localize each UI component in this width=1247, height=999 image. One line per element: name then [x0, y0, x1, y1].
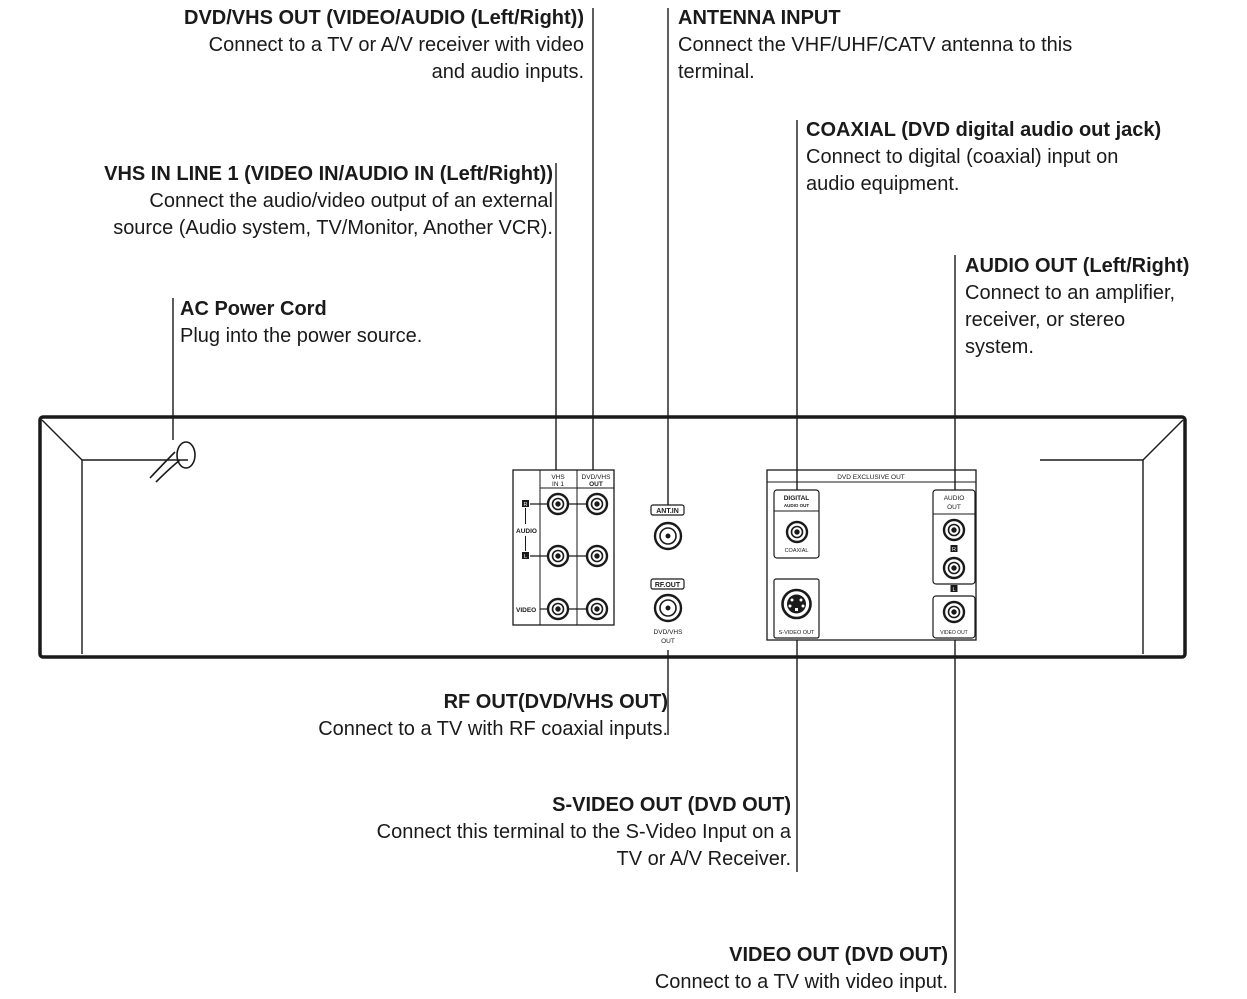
video-out-callout: VIDEO OUT (DVD OUT) Connect to a TV with… — [655, 942, 948, 996]
audio-out-desc: Connect to an amplifier, receiver, or st… — [965, 282, 1176, 358]
vhs-rca-jacks — [546, 492, 609, 621]
vhs-in-line1-callout: VHS IN LINE 1 (VIDEO IN/AUDIO IN (Left/R… — [104, 161, 553, 242]
video-label: VIDEO — [516, 607, 536, 614]
s-video-out-desc: Connect this terminal to the S-Video Inp… — [376, 821, 791, 870]
r-badge-left: R — [524, 502, 528, 508]
s-video-jack[interactable] — [781, 588, 812, 620]
chassis — [38, 415, 1187, 659]
audio-out-label-b: OUT — [947, 504, 961, 511]
chassis-outline — [38, 415, 1187, 659]
s-video-out-label: S-VIDEO OUT — [779, 630, 815, 636]
vhs-in-line1-desc: Connect the audio/video output of an ext… — [113, 190, 553, 239]
coaxial-title: COAXIAL (DVD digital audio out jack) — [806, 119, 1162, 141]
antenna-input-desc: Connect the VHF/UHF/CATV antenna to this… — [678, 34, 1073, 83]
r-badge-right: R — [952, 547, 956, 553]
ac-power-desc: Plug into the power source. — [180, 325, 423, 347]
vhs-jack-panel: VHS IN 1 DVD/VHS OUT AUDIO R L VIDEO — [512, 469, 615, 626]
rf-out-label: RF.OUT — [655, 582, 681, 589]
video-out-desc: Connect to a TV with video input. — [654, 971, 948, 993]
video-out-jack[interactable] — [942, 600, 966, 624]
rf-out-callout: RF OUT(DVD/VHS OUT) Connect to a TV with… — [318, 689, 668, 743]
audio-out-label-a: AUDIO — [944, 495, 965, 502]
coaxial-desc: Connect to digital (coaxial) input on au… — [806, 146, 1119, 195]
l-badge-left: L — [524, 554, 527, 560]
s-video-out-title: S-VIDEO OUT (DVD OUT) — [552, 794, 791, 816]
vhs-in-audio-r-jack[interactable] — [546, 492, 570, 516]
vhs-in-video-jack[interactable] — [546, 597, 570, 621]
video-out-title: VIDEO OUT (DVD OUT) — [729, 944, 948, 966]
dvd-vhs-out-label-a: DVD/VHS — [582, 474, 612, 481]
vhs-in-audio-l-jack[interactable] — [546, 544, 570, 568]
s-video-out-callout: S-VIDEO OUT (DVD OUT) Connect this termi… — [377, 792, 791, 873]
audio-out-callout: AUDIO OUT (Left/Right) Connect to an amp… — [965, 253, 1189, 361]
antenna-input-jack[interactable] — [653, 521, 683, 551]
rf-sub-label-a: DVD/VHS — [654, 629, 684, 636]
rf-sub-label-b: OUT — [661, 638, 675, 645]
rf-out-title: RF OUT(DVD/VHS OUT) — [443, 691, 668, 713]
antenna-input-title: ANTENNA INPUT — [678, 7, 841, 29]
vhs-in-line1-title: VHS IN LINE 1 (VIDEO IN/AUDIO IN (Left/R… — [104, 163, 553, 185]
dvd-vhs-out-video-jack[interactable] — [585, 597, 609, 621]
antenna-rf-group: ANT.IN RF.OUT DVD/VHS OUT — [650, 504, 685, 645]
ac-power-title: AC Power Cord — [180, 298, 327, 320]
dvd-vhs-out-title: DVD/VHS OUT (VIDEO/AUDIO (Left/Right)) — [184, 7, 584, 29]
coaxial-callout: COAXIAL (DVD digital audio out jack) Con… — [806, 117, 1161, 198]
ac-power-callout: AC Power Cord Plug into the power source… — [180, 296, 422, 350]
dvd-vhs-out-desc: Connect to a TV or A/V receiver with vid… — [208, 34, 584, 83]
rf-out-desc: Connect to a TV with RF coaxial inputs. — [318, 718, 668, 740]
ant-in-label: ANT.IN — [656, 508, 679, 515]
dvd-vhs-out-audio-r-jack[interactable] — [585, 492, 609, 516]
ac-power-cord — [149, 441, 196, 483]
dvd-vhs-out-audio-l-jack[interactable] — [585, 544, 609, 568]
audio-out-l-jack[interactable] — [942, 556, 966, 580]
audio-out-r-jack[interactable] — [942, 518, 966, 542]
audio-label: AUDIO — [516, 528, 537, 535]
leader-lines — [172, 8, 956, 993]
video-out-label: VIDEO OUT — [940, 630, 968, 636]
dvd-vhs-out-callout: DVD/VHS OUT (VIDEO/AUDIO (Left/Right)) C… — [184, 5, 584, 86]
l-badge-right: L — [952, 587, 955, 593]
digital-sub-label: AUDIO OUT — [784, 503, 810, 508]
dvd-vhs-out-label-b: OUT — [589, 481, 603, 488]
vhs-in-1-label-a: VHS — [551, 474, 565, 481]
antenna-input-callout: ANTENNA INPUT Connect the VHF/UHF/CATV a… — [678, 5, 1072, 86]
dvd-exclusive-out-label: DVD EXCLUSIVE OUT — [837, 474, 905, 481]
coaxial-jack[interactable] — [785, 520, 809, 544]
vhs-in-1-label-b: IN 1 — [552, 481, 564, 488]
dvd-exclusive-panel: DVD EXCLUSIVE OUT DIGITAL AUDIO OUT COAX… — [766, 469, 977, 641]
rf-out-jack[interactable] — [653, 593, 683, 623]
audio-out-title: AUDIO OUT (Left/Right) — [965, 255, 1190, 277]
digital-label: DIGITAL — [784, 495, 810, 502]
coaxial-label: COAXIAL — [785, 548, 809, 554]
